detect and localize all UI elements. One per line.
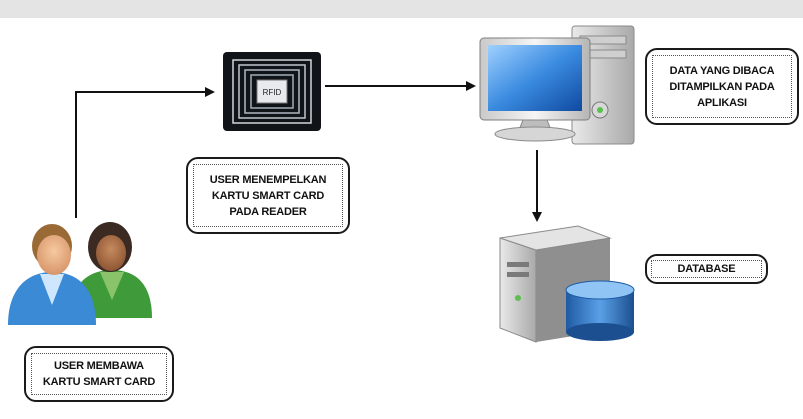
label-user-carries-card: USER MEMBAWA KARTU SMART CARD — [24, 346, 174, 402]
rfid-chip-label: RFID — [263, 88, 282, 97]
users-icon — [8, 222, 152, 325]
label-data-displayed-text: DATA YANG DIBACA DITAMPILKAN PADA APLIKA… — [652, 55, 792, 118]
label-data-displayed: DATA YANG DIBACA DITAMPILKAN PADA APLIKA… — [645, 48, 799, 125]
label-database: DATABASE — [645, 254, 768, 284]
rfid-reader-icon: RFID — [223, 52, 321, 131]
arrow-users-to-reader — [75, 87, 215, 218]
database-server-icon — [499, 225, 635, 343]
label-user-taps-card: USER MENEMPELKAN KARTU SMART CARD PADA R… — [186, 157, 350, 234]
desktop-computer-icon — [479, 25, 635, 145]
watermark-band — [0, 0, 803, 18]
label-database-text: DATABASE — [651, 260, 762, 278]
label-user-taps-card-text: USER MENEMPELKAN KARTU SMART CARD PADA R… — [193, 164, 343, 227]
label-user-carries-card-text: USER MEMBAWA KARTU SMART CARD — [31, 353, 167, 395]
